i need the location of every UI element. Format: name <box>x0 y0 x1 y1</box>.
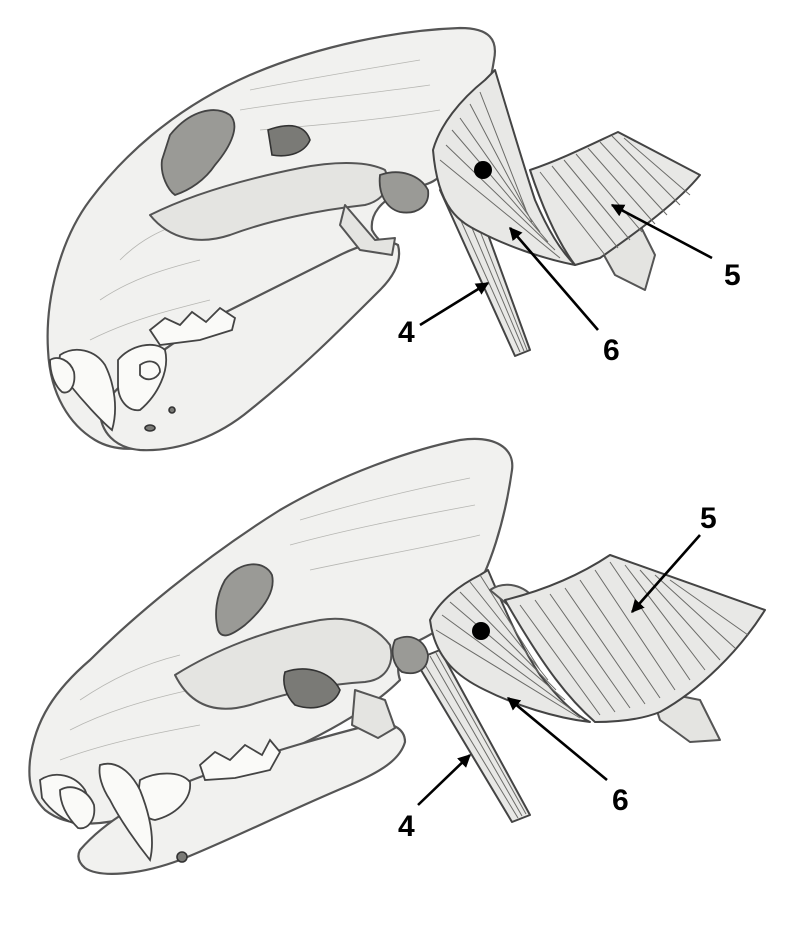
bottom-label-6-group: 6 <box>506 696 629 817</box>
top-label-4-group: 4 <box>398 281 490 349</box>
top-muscle-5 <box>529 131 701 291</box>
top-skull <box>46 26 496 452</box>
bottom-label-4: 4 <box>398 810 415 843</box>
bottom-attachment-dot <box>472 622 490 640</box>
bottom-zygomatic-arch <box>174 617 393 710</box>
top-label-5: 5 <box>724 259 741 292</box>
bottom-label-5: 5 <box>700 502 717 535</box>
bottom-muscle-5 <box>489 554 766 743</box>
bottom-muscle-4 <box>414 649 531 823</box>
top-label-4: 4 <box>398 316 415 349</box>
bottom-auditory-bulla <box>391 635 429 675</box>
top-auditory-bulla <box>378 171 430 214</box>
top-muscle-6 <box>432 69 576 266</box>
top-attachment-dot <box>474 161 492 179</box>
bottom-eye-socket <box>215 563 274 637</box>
bottom-canine <box>98 762 153 862</box>
bottom-cheek-teeth <box>198 738 282 781</box>
bottom-skull <box>28 437 514 875</box>
bottom-panel: 4 5 6 <box>28 437 766 875</box>
bottom-label-4-group: 4 <box>398 754 471 843</box>
top-eye-socket <box>160 109 236 196</box>
bottom-label-6: 6 <box>612 784 629 817</box>
top-label-6: 6 <box>603 334 620 367</box>
bottom-muscle-6 <box>429 569 591 723</box>
bottom-label-5-group: 5 <box>631 502 717 613</box>
top-cheek-teeth <box>148 306 237 346</box>
top-panel: 4 5 6 <box>46 26 741 452</box>
top-label-6-group: 6 <box>509 227 620 367</box>
top-label-5-group: 5 <box>610 203 741 292</box>
